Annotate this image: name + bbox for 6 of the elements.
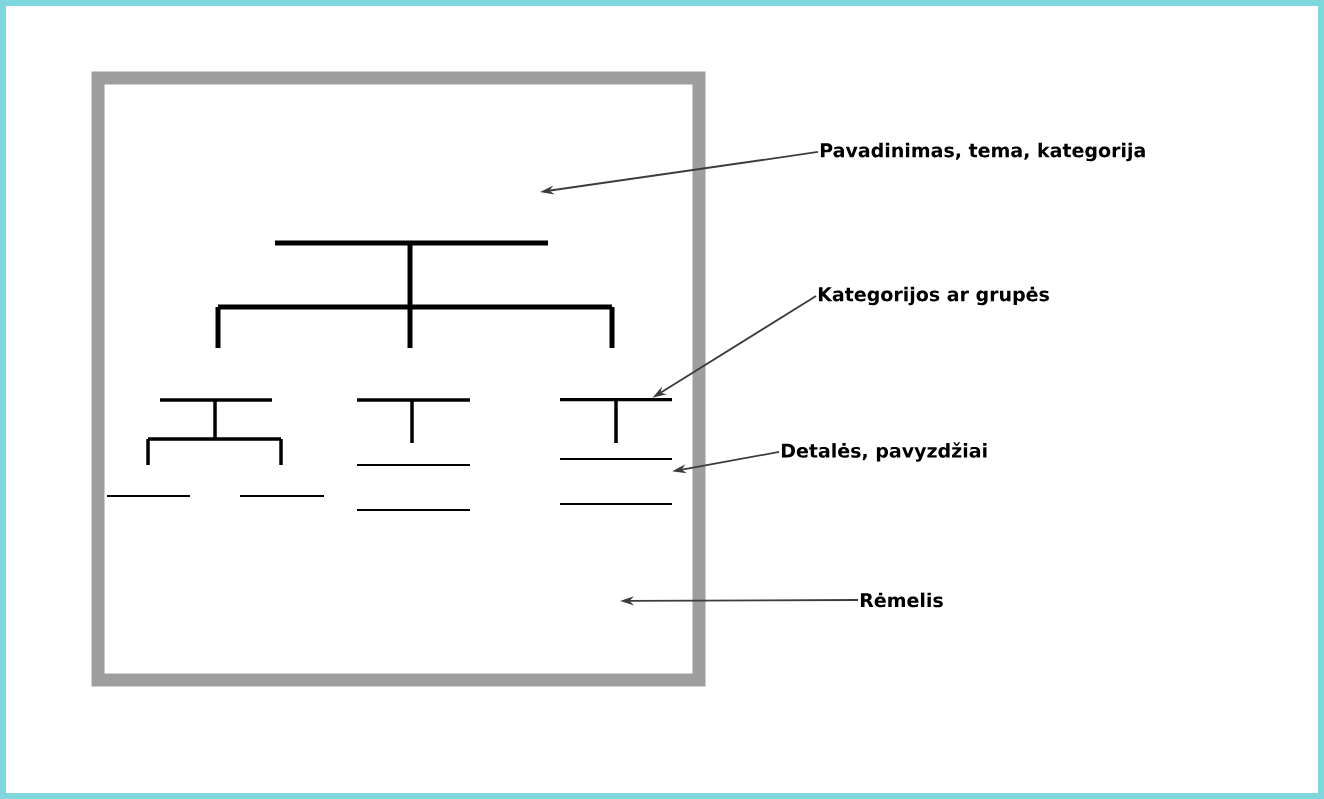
detail-lines-drawing [560,458,672,505]
label-text: Rėmelis [860,592,943,608]
label-text: Pavadinimas, tema, kategorija [820,142,1145,162]
label-text: Kategorijos ar grupės [818,286,1049,306]
t-bar-drawing [560,398,672,443]
label-text: Detalės, pavyzdžiai [781,442,987,462]
